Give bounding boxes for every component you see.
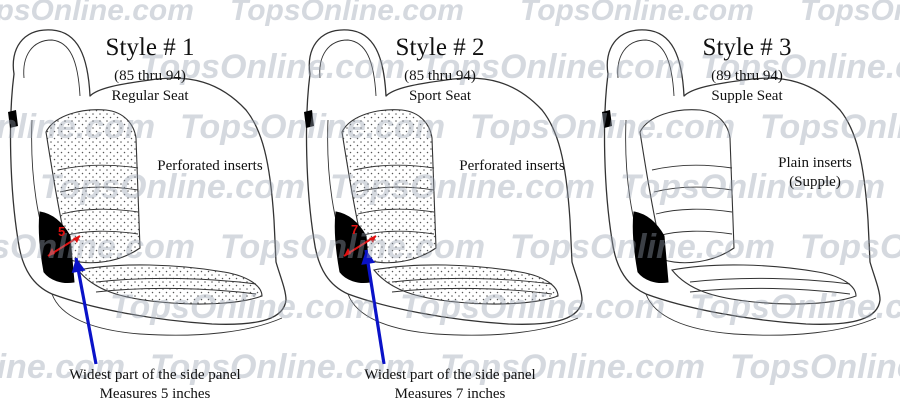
seat-1-cushion-front-edge xyxy=(51,293,283,336)
seat-1-headrest-contour xyxy=(23,39,81,97)
seat-1-measure-arrowhead-right xyxy=(73,236,80,243)
seat-1-side-panel xyxy=(38,211,75,283)
seat-3-back-rib xyxy=(657,230,733,237)
style-2-note-line-1: Widest part of the side panel xyxy=(364,367,536,383)
seat-1-back-rib xyxy=(59,186,139,193)
style-1-inserts: Perforated inserts xyxy=(157,158,263,174)
style-1-measure-value: 5 xyxy=(58,224,66,239)
seat-2-back-rib xyxy=(357,208,435,215)
seat-3-drawing xyxy=(602,29,881,336)
style-2-seat-type: Sport Seat xyxy=(408,88,472,104)
seat-1-back-rib xyxy=(63,230,139,237)
seat-2-pointer-arrowhead xyxy=(361,250,376,265)
seat-1-back-rib xyxy=(61,208,139,215)
style-3-inserts-line-1: Plain inserts xyxy=(778,155,852,171)
style-2-inserts: Perforated inserts xyxy=(459,158,565,174)
seat-2-drawing xyxy=(304,29,583,365)
seat-3-headrest-contour xyxy=(617,39,675,97)
style-1-seat-type: Regular Seat xyxy=(111,88,189,104)
seat-2-cushion-rib xyxy=(391,287,553,295)
seat-2-measure-arrowhead-left xyxy=(344,248,351,256)
seat-3-back-rib xyxy=(653,186,733,193)
seat-2-recline-lever xyxy=(304,110,314,128)
seat-2-back-insert xyxy=(341,109,437,264)
seat-1-cushion-insert xyxy=(76,264,263,305)
seat-1-back-insert xyxy=(45,109,141,264)
seat-3-cushion-insert xyxy=(670,264,857,305)
seat-2-measure-arrowhead-right xyxy=(369,236,376,243)
style-1-years: (85 thru 94) xyxy=(114,68,186,84)
seat-1-measure-arrowhead-left xyxy=(48,248,55,256)
seat-2-back-rib xyxy=(353,164,435,171)
seat-1-pointer-arrowhead xyxy=(71,258,86,274)
seat-3-side-panel xyxy=(632,211,669,283)
style-2-measure-value: 7 xyxy=(351,222,359,237)
seat-1-recline-lever xyxy=(8,110,18,128)
seat-2-back-rib xyxy=(355,186,435,193)
style-2-years: (85 thru 94) xyxy=(404,68,476,84)
style-3-inserts-line-2: (Supple) xyxy=(789,174,841,190)
seat-3-cushion-rib xyxy=(689,277,851,285)
seat-2-outline xyxy=(305,29,583,325)
seat-1-pointer-arrow xyxy=(74,257,98,365)
seat-2-cushion-front-edge xyxy=(347,293,579,336)
seat-3-back-rib xyxy=(651,164,733,171)
seat-3-recline-lever xyxy=(602,110,612,128)
seat-2-cushion-insert xyxy=(372,264,559,305)
style-3-years: (89 thru 94) xyxy=(711,68,783,84)
style-1-note-line-1: Widest part of the side panel xyxy=(69,367,241,383)
seat-3-cushion-rib xyxy=(689,287,851,295)
style-3-seat-type: Supple Seat xyxy=(711,88,783,104)
seat-1-back-rib xyxy=(57,164,139,171)
seat-2-pointer-arrow xyxy=(364,249,386,365)
seat-3-back-insert xyxy=(639,109,735,264)
seat-2-cushion-rib xyxy=(391,277,553,285)
style-1-note-line-2: Measures 5 inches xyxy=(99,386,211,402)
style-2-note-line-2: Measures 7 inches xyxy=(394,386,506,402)
seat-2-headrest-contour xyxy=(319,39,377,97)
seat-1-drawing xyxy=(8,29,287,365)
seat-1-cushion-rib xyxy=(95,277,257,285)
seat-1-outline xyxy=(9,29,287,325)
style-1-title: Style # 1 xyxy=(105,34,195,61)
seat-3-outline xyxy=(603,29,881,325)
seat-1-cushion-rib xyxy=(95,287,257,295)
style-2-title: Style # 2 xyxy=(395,34,485,61)
seat-2-back-rib xyxy=(359,230,435,237)
style-3-title: Style # 3 xyxy=(702,34,792,61)
seat-3-back-rib xyxy=(655,208,733,215)
seat-3-cushion-front-edge xyxy=(645,293,877,336)
